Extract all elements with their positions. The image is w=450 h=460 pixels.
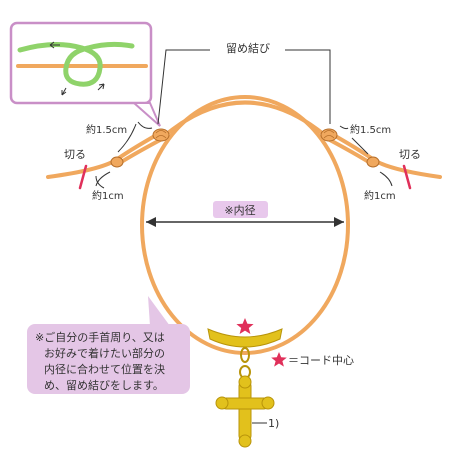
length-right-top: 約1.5cm: [350, 123, 391, 136]
legend-cord-center: ＝コード中心: [271, 352, 354, 367]
bracelet-cord: [46, 95, 442, 355]
cut-left-label: 切る: [64, 148, 86, 161]
cross-pendant-icon: [215, 375, 275, 448]
star-icon: [271, 352, 287, 367]
cut-right-group: 切る: [399, 148, 421, 190]
note-line-3: 内径に合わせて位置を決: [44, 362, 165, 376]
gold-tube: [207, 328, 283, 348]
length-annotation-right: 約1.5cm 約1cm: [339, 123, 396, 202]
knot-right: [320, 128, 338, 142]
length-annotation-left: 約1.5cm 約1cm: [86, 121, 153, 202]
cord-center-label: ＝コード中心: [288, 354, 354, 367]
star-icon: [236, 318, 254, 334]
inner-diameter-group: ※内径: [146, 201, 344, 227]
note-line-4: め、留め結びをします。: [44, 378, 164, 392]
knot-inset: [9, 21, 153, 105]
note-line-2: お好みで着けたい部分の: [44, 346, 165, 360]
pendant-ref: 1): [252, 417, 279, 430]
inset-pointer: [131, 102, 161, 127]
pendant-ref-label: 1): [268, 417, 279, 430]
knot-title-group: 留め結び: [157, 41, 331, 125]
length-left-bottom: 約1cm: [92, 189, 124, 202]
knot-left: [152, 128, 170, 142]
tail-knot-right: [366, 156, 380, 168]
length-left-top: 約1.5cm: [86, 123, 127, 136]
inner-diameter-label: ※内径: [224, 203, 255, 217]
cut-left-group: 切る: [64, 148, 88, 190]
note-line-1: ※ご自分の手首周り、又は: [35, 330, 165, 344]
tail-knot-left: [110, 156, 124, 168]
length-right-bottom: 約1cm: [364, 189, 396, 202]
cut-mark-icon: [78, 164, 88, 190]
star-center: [236, 318, 254, 334]
knot-title: 留め結び: [226, 41, 270, 55]
cut-mark-icon: [402, 164, 412, 190]
cut-right-label: 切る: [399, 148, 421, 161]
note-callout: ※ご自分の手首周り、又は お好みで着けたい部分の 内径に合わせて位置を決 め、留…: [27, 296, 190, 394]
